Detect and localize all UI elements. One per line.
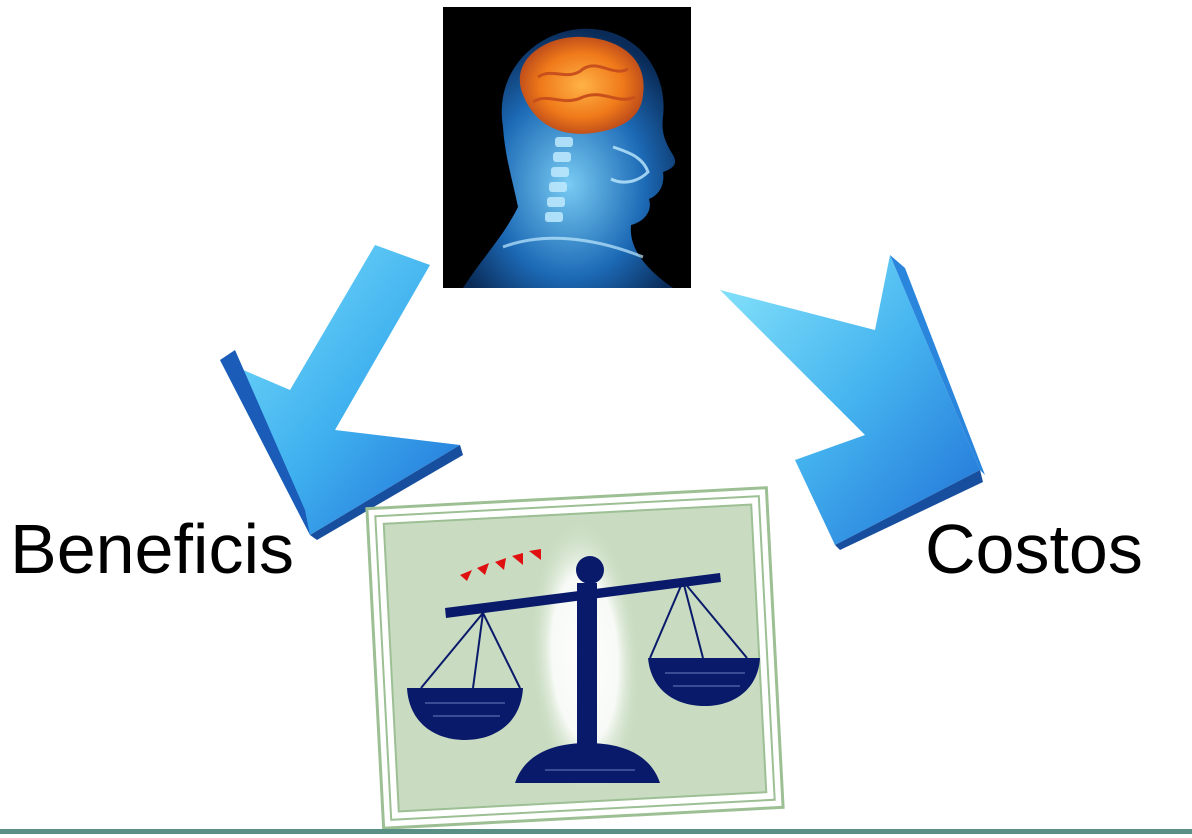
brain-xray-image: [443, 7, 691, 288]
balance-scale-image: [365, 486, 785, 830]
benefits-label: Beneficis: [10, 510, 295, 588]
down-left-arrow: [220, 245, 463, 540]
down-right-arrow: [720, 255, 985, 550]
bottom-divider: [0, 829, 1192, 834]
costs-label: Costos: [925, 510, 1143, 588]
